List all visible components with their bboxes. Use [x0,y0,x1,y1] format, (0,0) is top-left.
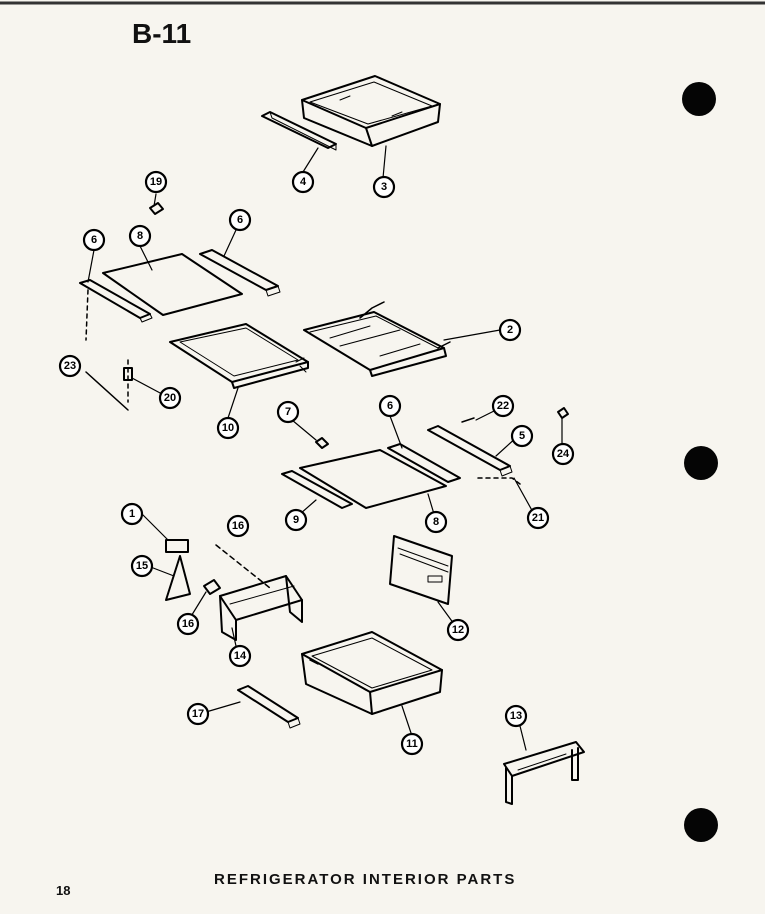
part-6-trim-right [199,249,281,297]
part-4-rail [261,111,337,151]
page-title: B-11 [132,18,192,49]
part-20-stud [123,367,133,381]
callout-19-label: 19 [150,176,162,188]
part-3-drawer [301,75,441,147]
callout-4-label: 4 [300,176,307,188]
callout-14-label: 14 [234,650,247,662]
callout-2-label: 2 [507,324,513,336]
callout-20 [158,386,182,410]
callout-9 [284,508,308,532]
callout-1 [120,502,144,526]
callout-14 [228,644,252,668]
page-number: 18 [56,883,71,898]
callout-20-label: 20 [164,392,176,404]
part-13-bracket [503,741,585,805]
callout-15-label: 15 [136,560,148,572]
callout-11 [400,732,424,756]
part-8-glass-shelf-lower [299,449,447,509]
callout-22 [491,394,515,418]
callout-5-label: 5 [519,430,525,442]
callout-6-right-label: 6 [237,214,243,226]
diagram-caption: REFRIGERATOR INTERIOR PARTS [214,871,517,888]
callout-23-label: 23 [64,360,76,372]
callout-6-middle-label: 6 [387,400,393,412]
part-1-control [165,539,189,553]
callout-6-right [228,208,252,232]
part-2-shelf-frame [303,301,451,377]
binder-hole-middle [684,446,718,480]
callout-12-label: 12 [452,624,464,636]
binder-hole-top [682,82,716,116]
part-19-clip [149,202,164,215]
part-17-rail [237,685,301,729]
callout-8-lower [424,510,448,534]
callout-13-label: 13 [510,710,522,722]
callout-9-label: 9 [293,514,299,526]
callout-16-upper [226,514,250,538]
callout-6-middle [378,394,402,418]
callout-6-left-label: 6 [91,234,97,246]
callout-7-label: 7 [285,406,291,418]
part-24-clip [557,407,569,419]
callout-13 [504,704,528,728]
part-12-panel [389,535,453,605]
callout-22-label: 22 [497,400,509,412]
part-6-trim-middle [387,443,461,483]
callout-21-label: 21 [532,512,544,524]
callout-17 [186,702,210,726]
part-14-cover [219,575,303,641]
binder-hole-bottom [684,808,718,842]
callout-21 [526,506,550,530]
callout-3-label: 3 [381,181,387,193]
part-9-trim [281,470,353,509]
callout-1-label: 1 [129,508,135,520]
callout-10 [216,416,240,440]
callout-4 [291,170,315,194]
callout-23 [58,354,82,378]
callout-8-upper-label: 8 [137,230,143,242]
part-5-rail [427,425,513,477]
callout-3 [372,175,396,199]
callout-10-label: 10 [222,422,234,434]
callout-17-label: 17 [192,708,204,720]
callout-7 [276,400,300,424]
part-16-clip [203,579,221,595]
callout-24 [551,442,575,466]
callout-19 [144,170,168,194]
callout-8-upper [128,224,152,248]
callout-5 [510,424,534,448]
callout-2 [498,318,522,342]
callout-24-label: 24 [557,448,570,460]
callout-16-upper-label: 16 [232,520,244,532]
callout-11-label: 11 [406,738,418,750]
callout-6-left [82,228,106,252]
callout-15 [130,554,154,578]
callout-16-lower [176,612,200,636]
callout-16-lower-label: 16 [182,618,194,630]
callout-12 [446,618,470,642]
part-10-shelf-frame [169,323,309,389]
part-15-cone [165,555,191,601]
part-22-screw [461,417,475,423]
part-8-glass-shelf-upper [102,253,243,316]
callout-8-lower-label: 8 [433,516,439,528]
part-11-drawer [301,631,443,715]
part-7-clip [315,437,329,449]
part-6-trim-left [79,279,153,323]
